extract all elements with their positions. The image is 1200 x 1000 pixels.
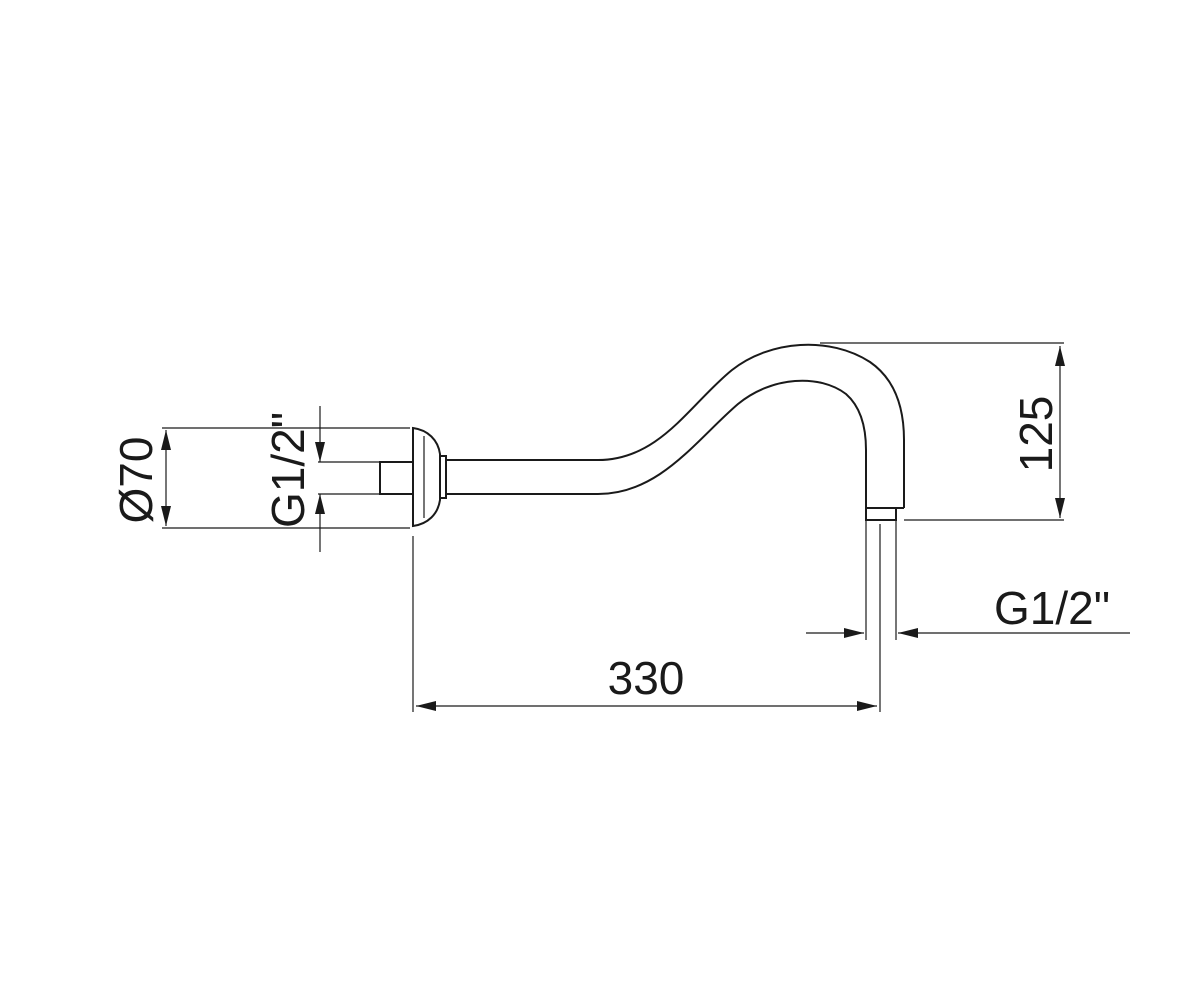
length-dimension (412, 524, 881, 712)
diameter-dimension (161, 427, 410, 529)
arrow-head (416, 701, 436, 711)
outlet-nozzle (865, 507, 897, 521)
inlet-thread-label: G1/2" (262, 412, 314, 528)
arrow-head (898, 628, 918, 638)
arrow-head (315, 442, 325, 462)
length-label: 330 (608, 652, 685, 704)
arrow-head (315, 494, 325, 514)
outlet-thread-dimension (806, 520, 1130, 640)
height-dimension (820, 342, 1065, 521)
height-label: 125 (1010, 396, 1062, 473)
arrow-head (1055, 346, 1065, 366)
outlet-thread-label: G1/2" (994, 582, 1110, 634)
arrow-head (844, 628, 864, 638)
shower-arm-body (446, 343, 905, 509)
arrow-head (161, 430, 171, 450)
inlet-thread-stub (379, 461, 414, 495)
arrow-head (161, 506, 171, 526)
inlet-thread-dimension (315, 406, 380, 552)
wall-flange (412, 426, 447, 528)
arrow-head (1055, 498, 1065, 518)
diameter-label: Ø70 (110, 437, 162, 524)
arrow-head (857, 701, 877, 711)
